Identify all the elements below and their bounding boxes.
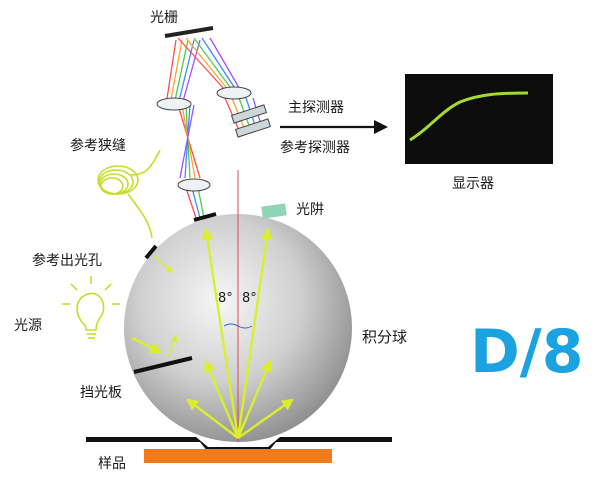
signal-arrow [280,120,388,134]
grating-bar [164,26,214,38]
main-detector-label: 主探测器 [288,100,344,116]
light-rays [131,227,294,439]
light-bulb-icon [62,276,120,339]
entrance-port [193,212,217,222]
fiber-optic-coil [97,149,161,239]
reference-slit-label: 参考狭缝 [70,137,126,154]
angle-right-label: 8° [242,291,257,306]
right-lens-icon [216,86,252,100]
integrating-sphere-label: 积分球 [362,328,407,346]
display-monitor [405,74,553,164]
light-source-label: 光源 [14,318,42,334]
light-trap-label: 光阱 [296,202,324,218]
angle-arc [223,323,253,329]
baffle-bar [133,356,193,374]
detector-stack [230,104,272,138]
reference-exit-port [144,244,158,260]
light-trap [261,203,287,219]
lower-lens-icon [177,178,211,192]
angle-left-label: 8° [218,291,233,306]
baffle-label: 挡光板 [80,385,122,401]
display-curve [409,91,529,142]
display-label: 显示器 [452,176,494,192]
grating-label: 光栅 [150,10,178,26]
reference-detector-label: 参考探测器 [280,139,350,156]
sample-plate [144,449,332,463]
reference-exit-port-label: 参考出光孔 [32,252,102,269]
geometry-title: D/8 [470,317,583,387]
sample-stage-base [86,437,392,452]
sample-label: 样品 [98,456,126,472]
upper-lens-icon [156,97,192,111]
